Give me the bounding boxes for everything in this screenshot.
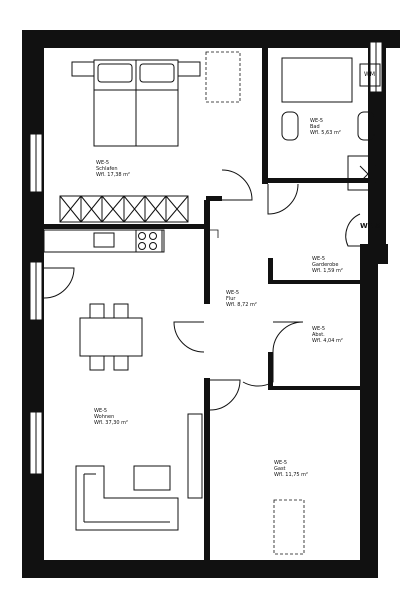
washing-machine-tag: WM: [364, 71, 376, 78]
dining-set: [79, 303, 143, 371]
door-swings: [43, 169, 372, 411]
living-furniture: [75, 413, 203, 531]
interior-walls: [44, 48, 368, 560]
kitchen-counter: [43, 229, 165, 253]
wall-detail: [210, 229, 219, 238]
bathroom-fixtures: [281, 57, 385, 191]
bed: [71, 59, 201, 147]
window-top-right: [369, 41, 383, 93]
desk-outline: [205, 51, 241, 103]
windows-left: [29, 133, 43, 475]
unit-tag: WE-5: [360, 222, 381, 230]
wardrobe: [59, 195, 189, 223]
guest-desk-outline: [273, 499, 305, 555]
outer-walls: [22, 30, 400, 578]
